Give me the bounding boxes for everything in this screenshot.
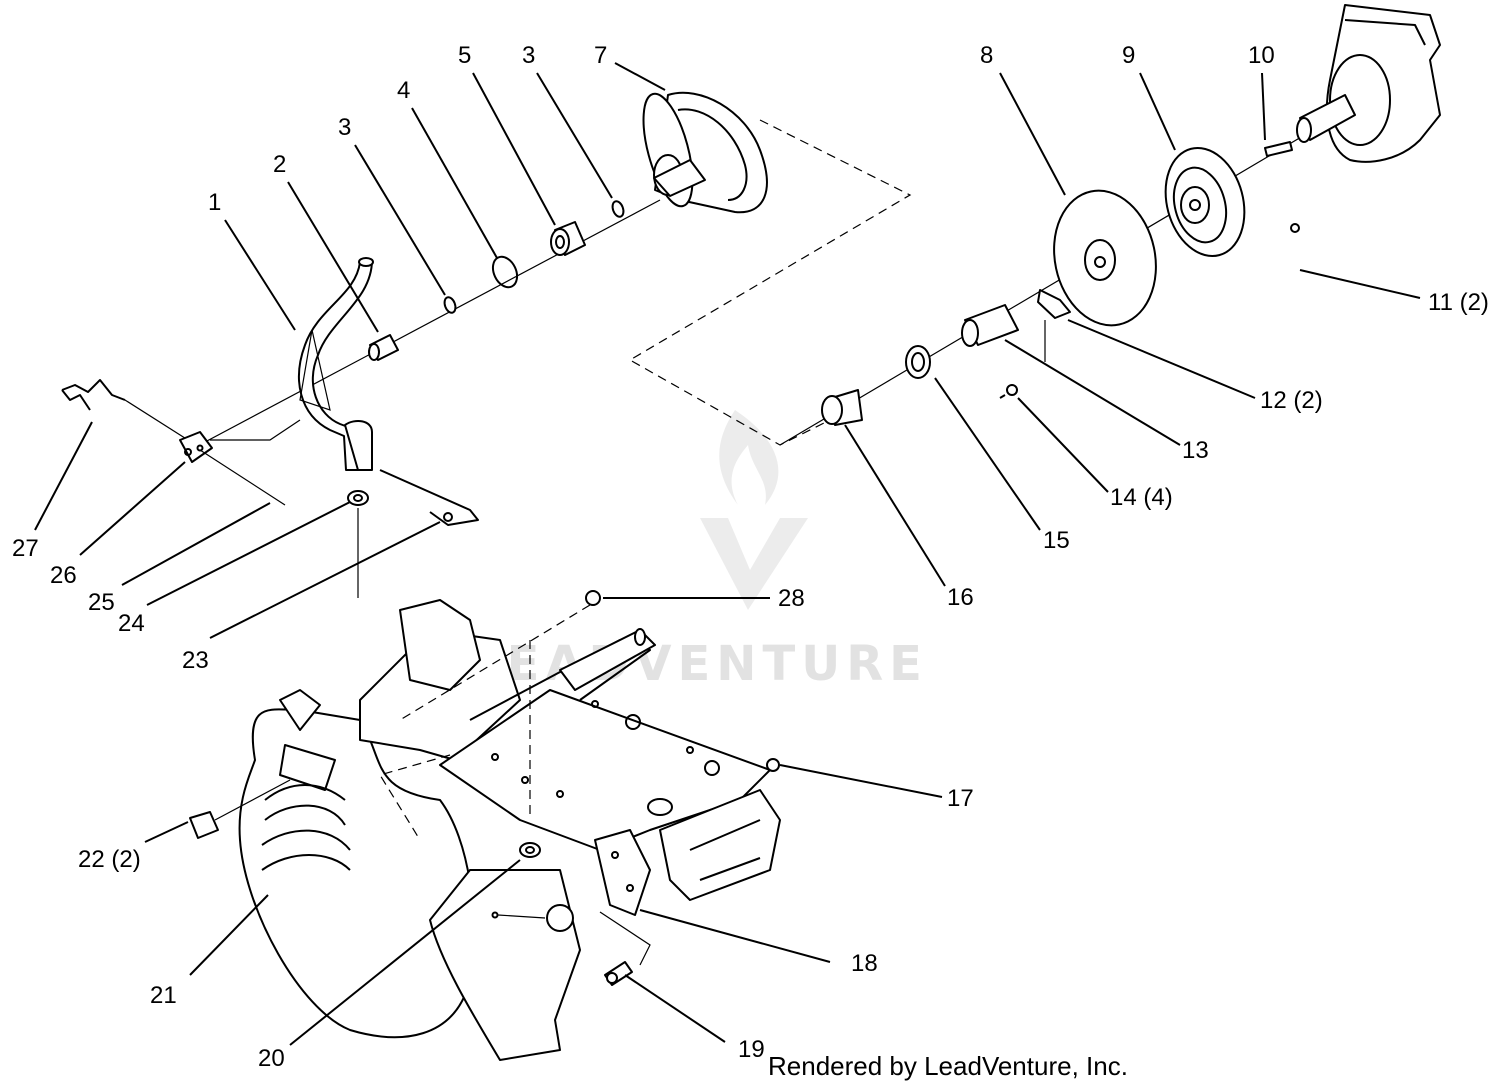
part-20-washer	[519, 842, 541, 858]
label-7: 7	[594, 42, 607, 69]
label-3b: 3	[522, 42, 535, 69]
label-26: 26	[50, 562, 77, 589]
part-3-retaining-ring-b	[611, 200, 625, 218]
label-12: 12 (2)	[1260, 387, 1323, 414]
part-16-bushing	[821, 389, 863, 426]
part-4-snap-ring	[491, 255, 519, 289]
watermark: LEADVENTURE	[470, 410, 928, 692]
chute-body	[429, 869, 581, 1061]
part-2-bushing	[368, 334, 399, 361]
label-19: 19	[738, 1036, 765, 1063]
part-5-bearing	[550, 221, 586, 256]
label-9: 9	[1122, 42, 1135, 69]
part-18-bracket	[594, 829, 651, 916]
part-8-brake-disc	[1053, 189, 1157, 327]
label-17: 17	[947, 785, 974, 812]
label-10: 10	[1248, 42, 1275, 69]
label-5: 5	[458, 42, 471, 69]
label-15: 15	[1043, 527, 1070, 554]
label-13: 13	[1182, 437, 1209, 464]
engine-shaft-centerline	[779, 119, 1331, 446]
label-28: 28	[778, 585, 805, 612]
credit-text: Rendered by LeadVenture, Inc.	[768, 1051, 1128, 1081]
frame-chassis	[359, 599, 781, 901]
part-27-spring	[61, 379, 126, 411]
label-14: 14 (4)	[1110, 484, 1173, 511]
part-23-plate	[379, 469, 479, 526]
part-1-deflector-rod	[298, 257, 374, 471]
label-11: 11 (2)	[1428, 289, 1489, 316]
belt-path	[628, 119, 912, 446]
spring-line	[124, 399, 189, 441]
part-13-spacer	[961, 304, 1019, 347]
bolt-28-path	[399, 604, 591, 721]
part-19-bolt	[604, 961, 633, 986]
label-4: 4	[397, 77, 410, 104]
label-27: 27	[12, 535, 39, 562]
part-11-nut	[1290, 223, 1300, 233]
linkage-rod	[210, 419, 301, 441]
label-24: 24	[118, 610, 145, 637]
part-12-clip	[1037, 289, 1071, 319]
part-22-plug	[189, 811, 219, 839]
housing-path	[379, 754, 451, 841]
watermark-text: LEADVENTURE	[470, 636, 928, 692]
label-22: 22 (2)	[78, 846, 141, 873]
part-26-bracket	[179, 431, 213, 463]
label-1: 1	[208, 189, 221, 216]
label-18: 18	[851, 950, 878, 977]
label-16: 16	[947, 584, 974, 611]
part-28-bolt	[585, 590, 601, 606]
part-14-screw	[999, 384, 1018, 399]
leader-lines	[34, 62, 1421, 1046]
plug-line	[214, 779, 291, 821]
part-3-retaining-ring-a	[443, 296, 457, 314]
part-10-key	[1264, 141, 1293, 157]
shaft-centerline	[189, 199, 661, 451]
label-2: 2	[273, 151, 286, 178]
label-20: 20	[258, 1045, 285, 1072]
part-17-nut	[766, 758, 780, 772]
label-25: 25	[88, 589, 115, 616]
label-21: 21	[150, 982, 177, 1009]
label-8: 8	[980, 42, 993, 69]
part-7-driven-pulley	[642, 91, 768, 214]
bolt-19-path	[599, 911, 651, 966]
engine-housing	[1296, 4, 1441, 163]
part-24-washer	[347, 490, 369, 506]
label-3a: 3	[338, 114, 351, 141]
label-23: 23	[182, 647, 209, 674]
part-15-washer	[905, 345, 931, 379]
callout-labels: 1 2 3 4 5 3 7 8 9 10 11 (2) 12 (2) 13 14…	[12, 42, 1489, 1072]
part-25-pin	[199, 449, 286, 506]
part-9-drive-pulley	[1164, 146, 1246, 258]
